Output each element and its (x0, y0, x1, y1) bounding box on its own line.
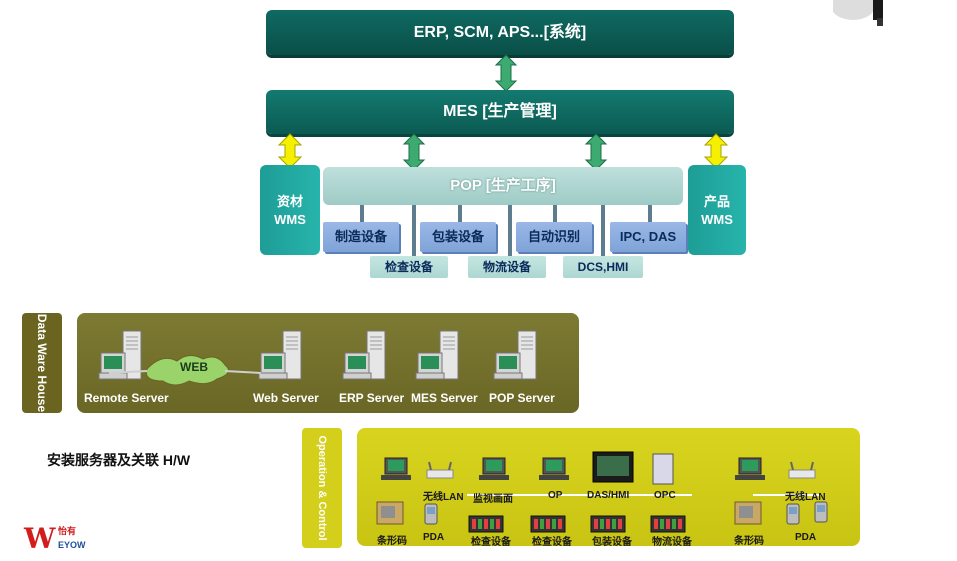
pop-stem (360, 205, 364, 223)
person-figure-icon (833, 0, 883, 26)
erp-system-bar: ERP, SCM, APS...[系统] (266, 10, 734, 55)
monitor-screen-label: 监视画面 (473, 494, 513, 505)
pda-label-right: PDA (795, 532, 817, 543)
barcode-label: 条形码 (377, 536, 407, 547)
device-packaging: 包装设备 (420, 222, 496, 252)
wireless-lan-icon (426, 461, 454, 479)
pda-icon (424, 503, 438, 525)
erp-mes-arrow (495, 54, 517, 92)
logo-mark: W (24, 522, 56, 555)
data-warehouse-label: Data Ware House (22, 313, 62, 413)
das-hmi-label: DAS/HMI (587, 490, 630, 501)
mes-pop-arrow-right (585, 133, 607, 171)
device-auto-id: 自动识别 (516, 222, 592, 252)
data-warehouse-panel: WEB Remote Server Web Server ERP Server … (77, 313, 579, 413)
wireless-lan-label-right: 无线LAN (785, 492, 826, 503)
server-icons (98, 330, 537, 386)
remote-server-label: Remote Server (84, 391, 169, 405)
product-wms-line1: 产品 (703, 194, 730, 209)
erp-server-label: ERP Server (339, 391, 405, 405)
pop-stem (553, 205, 557, 223)
pc-icon-right (734, 457, 766, 481)
logo-cn: 怡有 (58, 526, 77, 536)
pda-icon-right-2 (814, 501, 828, 523)
mes-server-icon (415, 330, 459, 380)
pda-icon-right (786, 503, 800, 525)
connection-arrows (278, 54, 728, 171)
opc-server-icon (652, 453, 674, 485)
device-dcs-hmi: DCS,HMI (563, 256, 643, 278)
operation-control-label-text: Operation & Control (316, 435, 328, 541)
op-pc-icon (538, 457, 570, 481)
plc-packaging-icon (590, 515, 626, 533)
pop-server-label: POP Server (489, 391, 555, 405)
material-wms-line2: WMS (274, 212, 306, 227)
monitor-pc-icon (478, 457, 510, 481)
operation-control-panel: 无线LAN 监视画面 OP DAS/HMI OPC 无线LAN 条形码 PDA … (357, 428, 860, 548)
web-server-icon (258, 330, 302, 380)
plc-inspection-icon (468, 515, 504, 533)
erp-server-icon (342, 330, 386, 380)
equipment-icons (376, 451, 828, 533)
logo-en: EYOW (58, 540, 86, 550)
eyow-logo: W 怡有 EYOW (24, 522, 94, 556)
barcode-printer-icon (376, 501, 404, 525)
wireless-lan-label: 无线LAN (423, 492, 464, 503)
operation-control-label: Operation & Control (302, 428, 342, 548)
mes-server-label: MES Server (411, 391, 478, 405)
packaging-label: 包装设备 (592, 537, 632, 548)
web-cloud-label: WEB (180, 360, 208, 374)
data-warehouse-label-text: Data Ware House (35, 313, 49, 413)
inspection-label: 检查设备 (471, 537, 511, 548)
wireless-lan-icon-right (788, 461, 816, 479)
plc-logistics-icon (650, 515, 686, 533)
pop-stem (601, 205, 605, 257)
barcode-printer-icon-right (734, 501, 762, 525)
product-wms-box: 产品 WMS (688, 165, 746, 255)
hw-caption: 安装服务器及关联 H/W (47, 452, 191, 468)
device-manufacturing: 制造设备 (323, 222, 399, 252)
pop-stem (648, 205, 652, 223)
device-inspection: 检查设备 (370, 256, 448, 278)
product-wms-line2: WMS (701, 212, 733, 227)
pop-stem (458, 205, 462, 223)
wms-right-arrow (704, 133, 728, 169)
wms-left-arrow (278, 133, 302, 169)
pda-label: PDA (423, 532, 445, 543)
material-wms-line1: 资材 (276, 194, 303, 209)
pc-icon (380, 457, 412, 481)
barcode-label-right: 条形码 (734, 536, 764, 547)
web-server-label: Web Server (253, 391, 319, 405)
device-ipc-das: IPC, DAS (610, 222, 686, 252)
pop-stem (412, 205, 416, 257)
mes-pop-arrow-left (403, 133, 425, 171)
opc-label: OPC (654, 490, 676, 501)
device-logistics: 物流设备 (468, 256, 546, 278)
pop-server-icon (493, 330, 537, 380)
web-cloud-icon (145, 355, 230, 386)
inspection-label-2: 检查设备 (532, 537, 572, 548)
material-wms-box: 资材 WMS (260, 165, 320, 255)
mes-bar: MES [生产管理] (266, 90, 734, 134)
pop-stem (508, 205, 512, 257)
op-label: OP (548, 490, 563, 501)
plc-inspection-icon-2 (530, 515, 566, 533)
pop-bar: POP [生产工序] (323, 167, 683, 205)
logistics-label: 物流设备 (652, 537, 692, 548)
